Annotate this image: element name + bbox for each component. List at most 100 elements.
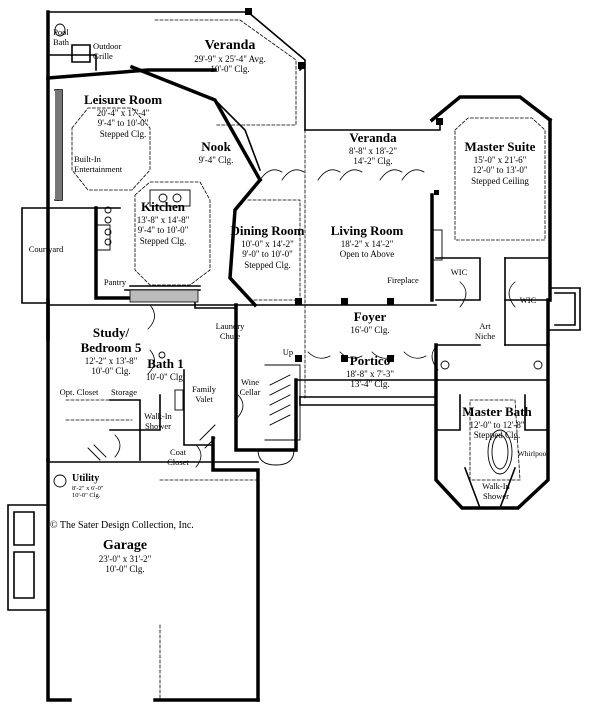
family-valet-text: Family Valet xyxy=(191,384,217,404)
room-master-suite: Master Suite 15'-0" x 21'-6" 12'-0" to 1… xyxy=(445,139,555,186)
pantry-counter xyxy=(129,289,199,303)
room-name: Foyer xyxy=(353,309,387,324)
storage-text: Storage xyxy=(111,387,137,397)
laundry-chute-text: Laundry Chute xyxy=(215,321,245,341)
label-walk-in-shower-right: Walk-In Shower xyxy=(476,481,516,502)
copyright-notice: © The Sater Design Collection, Inc. xyxy=(50,520,225,532)
opt-closet-text: Opt. Closet xyxy=(59,387,99,397)
room-dims: 8'-8" x 18'-2" xyxy=(348,145,398,156)
room-name: Bath 1 xyxy=(147,356,184,371)
art-niche-text: Art Niche xyxy=(474,321,496,341)
room-kitchen: Kitchen 13'-8" x 14'-8" 9'-4" to 10'-0" … xyxy=(123,199,203,246)
room-name: Veranda xyxy=(204,38,256,53)
room-ceiling: 12'-0" to 13'-0" xyxy=(472,165,528,176)
coat-closet-text: Coat Closet xyxy=(167,447,189,467)
room-dims: 18'-2" x 14'-2" xyxy=(340,238,394,249)
room-name: Portico xyxy=(349,353,391,368)
room-portico: Portico 18'-8" x 7'-3" 13'-4" Clg. xyxy=(330,353,410,390)
room-veranda-mid: Veranda 8'-8" x 18'-2" 14'-2" Clg. xyxy=(328,130,418,167)
room-name: Leisure Room xyxy=(83,92,163,107)
room-name: Study/ xyxy=(92,325,130,340)
room-dims: 12'-0" to 12'-8" xyxy=(469,419,525,430)
room-ceiling-2: Stepped Ceiling xyxy=(471,175,529,186)
label-pool-bath: Pool Bath xyxy=(50,27,72,48)
outdoor-grille-text: Outdoor Grille xyxy=(93,41,122,61)
label-courtyard: Courtyard xyxy=(26,244,66,255)
room-ceiling: 10'-0" Clg. xyxy=(145,371,186,382)
room-name: Dining Room xyxy=(230,223,305,238)
pantry-text: Pantry xyxy=(103,277,127,287)
room-dims: 18'-8" x 7'-3" xyxy=(345,368,395,379)
room-living: Living Room 18'-2" x 14'-2" Open to Abov… xyxy=(322,223,412,260)
room-ceiling: 14'-2" Clg. xyxy=(353,156,393,167)
pool-bath-text: Pool Bath xyxy=(52,27,70,47)
label-family-valet: Family Valet xyxy=(186,384,222,405)
label-built-in: Built-In Entertainment xyxy=(74,154,144,175)
room-ceiling-2: Stepped Clg. xyxy=(99,128,147,139)
copyright-text: © The Sater Design Collection, Inc. xyxy=(50,520,194,531)
columns xyxy=(245,8,443,362)
built-in-unit xyxy=(55,90,62,200)
room-ceiling-2: Stepped Clg. xyxy=(139,235,187,246)
room-dims: 20'-4" x 17'-4" xyxy=(96,107,150,118)
label-laundry-chute: Laundry Chute xyxy=(205,321,255,342)
room-master-bath: Master Bath 12'-0" to 12'-8" Stepped Clg… xyxy=(452,404,542,441)
courtyard-text: Courtyard xyxy=(28,244,64,254)
room-dims: 23'-0" x 31'-2" xyxy=(98,554,152,565)
room-name: Living Room xyxy=(330,223,404,238)
label-opt-closet: Opt. Closet xyxy=(54,387,104,398)
room-dining: Dining Room 10'-0" x 14'-2" 9'-0" to 10'… xyxy=(230,223,305,270)
room-name: Master Bath xyxy=(462,404,532,419)
room-name: Master Suite xyxy=(464,139,536,154)
room-dims: 15'-0" x 21'-6" xyxy=(473,154,527,165)
label-wine-cellar: Wine Cellar xyxy=(234,377,266,398)
walk-in-shower-text: Walk-In Shower xyxy=(144,411,172,431)
built-in-text: Built-In Entertainment xyxy=(74,154,123,174)
room-ceiling: 9'-4" to 10'-0" xyxy=(137,225,189,236)
label-coat-closet: Coat Closet xyxy=(160,447,196,468)
whirlpool-text: Whirlpool xyxy=(517,449,549,458)
label-storage: Storage xyxy=(104,387,144,398)
room-dims: 10'-0" x 14'-2" xyxy=(241,238,294,249)
room-leisure: Leisure Room 20'-4" x 17'-4" 9'-4" to 10… xyxy=(68,92,178,139)
room-name: Veranda xyxy=(349,130,397,145)
room-ceiling: 10'-0" Clg. xyxy=(91,366,131,377)
room-dims: 13'-8" x 14'-8" xyxy=(136,214,190,225)
room-foyer: Foyer 16'-0" Clg. xyxy=(340,309,400,335)
label-whirlpool: Whirlpool xyxy=(514,449,552,459)
label-wic-right: WIC xyxy=(515,295,541,306)
label-fireplace: Fireplace xyxy=(378,275,428,286)
room-ceiling: 9'-0" to 10'-0" xyxy=(242,249,293,260)
label-walk-in-shower-left: Walk-In Shower xyxy=(138,411,178,432)
room-name: Garage xyxy=(102,538,148,553)
up-text: Up xyxy=(282,347,294,357)
room-ceiling: 9'-4" to 10'-0" xyxy=(97,118,149,129)
room-name: Kitchen xyxy=(140,199,186,214)
room-ceiling: 13'-4" Clg. xyxy=(350,379,390,390)
room-ceiling: 10'-0" Clg. xyxy=(105,564,145,575)
room-garage: Garage 23'-0" x 31'-2" 10'-0" Clg. xyxy=(80,538,170,575)
ceiling-dashes xyxy=(65,19,546,701)
label-pantry: Pantry xyxy=(100,277,130,288)
room-ceiling: 10'-0" Clg. xyxy=(210,64,250,75)
room-veranda-top: Veranda 29'-9" x 25'-4" Avg. 10'-0" Clg. xyxy=(175,38,285,75)
wic-text: WIC xyxy=(450,267,468,277)
fireplace-text: Fireplace xyxy=(387,275,419,285)
wine-cellar-text: Wine Cellar xyxy=(239,377,261,397)
room-dims: 12'-2" x 13'-8" xyxy=(84,355,138,366)
room-ceiling: Stepped Clg. xyxy=(473,430,521,441)
room-nook: Nook 9'-4" Clg. xyxy=(186,139,246,165)
room-ceiling: 9'-4" Clg. xyxy=(198,154,234,165)
fixtures xyxy=(53,23,543,488)
room-study: Study/ Bedroom 5 12'-2" x 13'-8" 10'-0" … xyxy=(66,325,156,377)
room-name: Nook xyxy=(201,139,231,154)
room-name: Utility xyxy=(72,473,100,484)
label-wic-left: WIC xyxy=(446,267,472,278)
room-ceiling: 16'-0" Clg. xyxy=(350,324,390,335)
room-dims: 8'-2" x 6'-0" xyxy=(72,484,104,492)
room-ceiling: Open to Above xyxy=(339,249,395,260)
label-art-niche: Art Niche xyxy=(470,321,500,342)
room-dims: 29'-9" x 25'-4" Avg. xyxy=(194,54,266,65)
room-ceiling-2: Stepped Clg. xyxy=(244,259,291,270)
